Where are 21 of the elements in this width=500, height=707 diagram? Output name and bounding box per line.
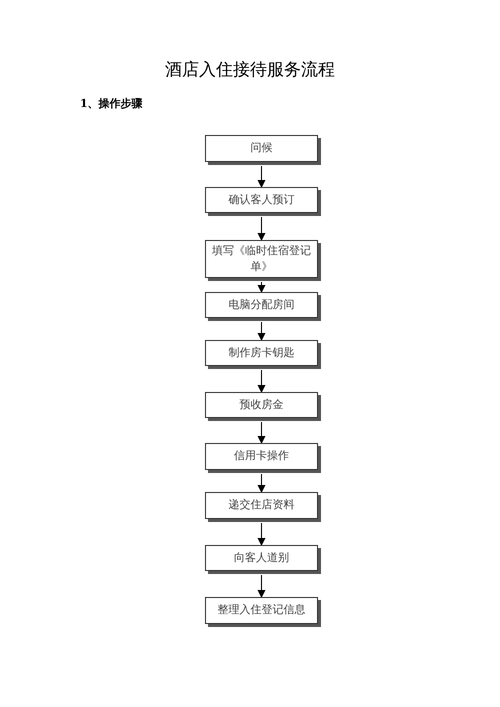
process-box: 向客人道别: [205, 545, 318, 571]
process-box: 电脑分配房间: [205, 292, 318, 318]
arrow: [258, 522, 266, 546]
arrow: [258, 474, 266, 493]
title: 酒店入住接待服务流程: [164, 59, 336, 81]
process-box: 制作房卡钥匙: [205, 340, 318, 366]
arrow: [258, 166, 266, 188]
process-box: 递交住店资料: [205, 492, 318, 519]
arrow: [258, 216, 266, 241]
arrow: [258, 422, 266, 444]
arrow: [258, 282, 266, 293]
section-heading: 1、操作步骤: [80, 96, 143, 111]
process-box: 填写《临时住宿登记单》: [205, 240, 318, 278]
process-box: 预收房金: [205, 392, 318, 418]
arrow: [258, 574, 266, 598]
process-box: 整理入住登记信息: [205, 597, 318, 624]
arrow: [258, 370, 266, 393]
arrow: [258, 322, 266, 341]
process-box: 信用卡操作: [205, 443, 318, 470]
process-box: 问候: [205, 135, 318, 162]
process-box: 确认客人预订: [205, 187, 318, 213]
